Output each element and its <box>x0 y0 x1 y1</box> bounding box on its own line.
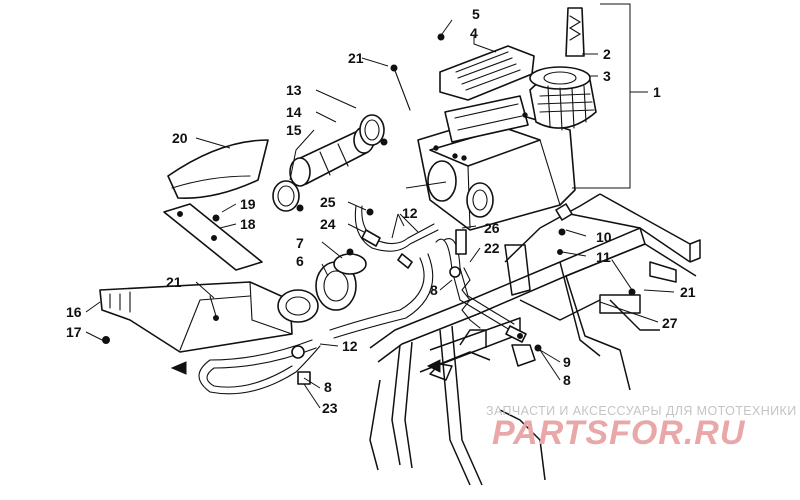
frame-assembly <box>369 193 701 486</box>
watermark-logo: PARTSFOR.RU <box>492 414 746 452</box>
callout-23: 23 <box>322 400 338 416</box>
callout-20: 20 <box>172 130 188 146</box>
callout-8-left: 8 <box>324 379 332 395</box>
callout-24: 24 <box>320 216 336 232</box>
intake-boot <box>272 114 388 212</box>
callout-9: 9 <box>563 354 571 370</box>
callout-4: 4 <box>470 25 478 41</box>
fasteners <box>209 64 636 321</box>
callout-12-top: 12 <box>402 205 418 221</box>
callout-15: 15 <box>286 122 302 138</box>
callout-14: 14 <box>286 104 302 120</box>
callout-8-right: 8 <box>563 372 571 388</box>
callout-13: 13 <box>286 82 302 98</box>
callout-27: 27 <box>662 315 678 331</box>
callout-21-left: 21 <box>166 274 182 290</box>
air-filter-element <box>529 66 597 131</box>
callout-10: 10 <box>596 229 612 245</box>
throttle-boot <box>277 248 367 323</box>
callout-8-center: 8 <box>430 282 438 298</box>
callout-17: 17 <box>66 324 82 340</box>
callout-3: 3 <box>603 68 611 84</box>
intake-scoop <box>99 281 293 375</box>
callout-22: 22 <box>484 240 500 256</box>
callout-26: 26 <box>484 220 500 236</box>
callout-7: 7 <box>296 235 304 251</box>
callout-25: 25 <box>320 194 336 210</box>
bracket <box>163 203 263 271</box>
callout-21-top: 21 <box>348 50 364 66</box>
leader-lines <box>85 3 675 409</box>
callout-2: 2 <box>603 46 611 62</box>
callout-12-bottom: 12 <box>342 338 358 354</box>
callout-19: 19 <box>240 196 256 212</box>
callout-11: 11 <box>596 249 611 265</box>
air-box <box>417 95 576 231</box>
foam-pad <box>167 139 269 199</box>
watermark-tagline: ЗАПЧАСТИ И АКСЕССУАРЫ ДЛЯ МОТОТЕХНИКИ <box>486 404 797 418</box>
callout-labels: 1 2 3 4 5 6 7 8 8 8 9 10 11 12 12 13 14 … <box>66 6 696 416</box>
callout-16: 16 <box>66 304 82 320</box>
callout-21-right: 21 <box>680 284 696 300</box>
callout-18: 18 <box>240 216 256 232</box>
callout-1: 1 <box>653 84 661 100</box>
filter-insert <box>565 7 585 57</box>
callout-5: 5 <box>472 6 480 22</box>
callout-6: 6 <box>296 253 304 269</box>
air-box-cover <box>437 33 535 101</box>
hoses <box>198 205 542 395</box>
